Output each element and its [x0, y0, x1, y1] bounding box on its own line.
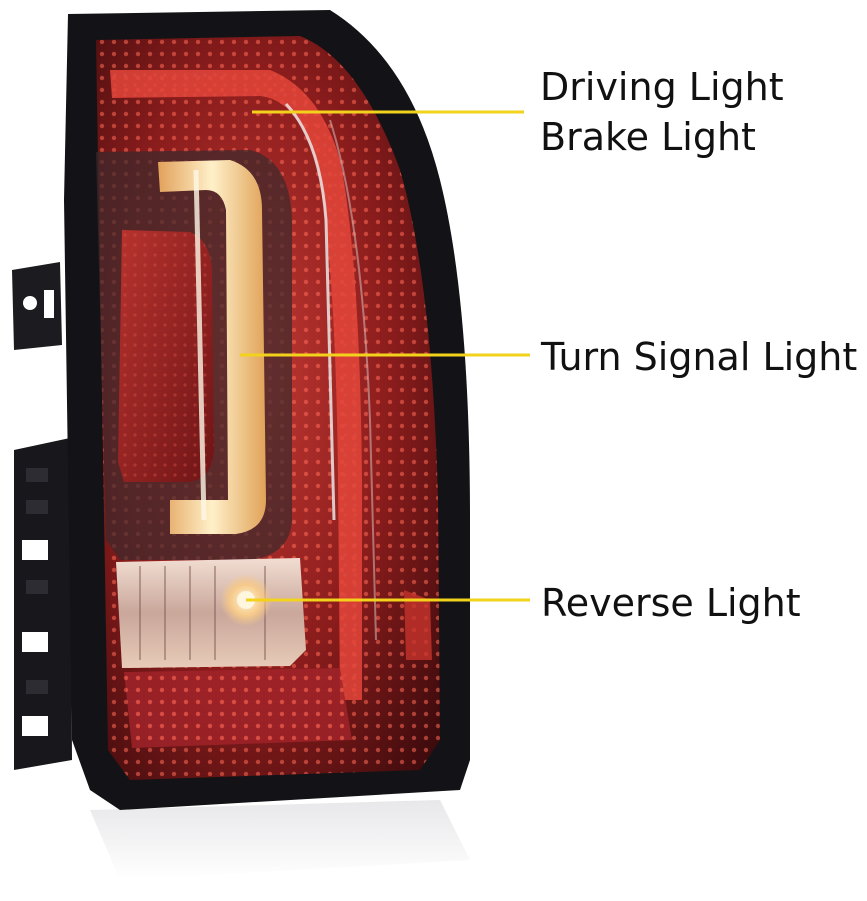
turn-signal-light-label: Turn Signal Light	[541, 335, 858, 379]
driving-light-label: Driving Light	[540, 65, 784, 109]
floor-reflection	[90, 800, 470, 880]
turn-signal-light-bar	[158, 160, 266, 534]
reverse-light-label: Reverse Light	[541, 581, 801, 625]
brake-light-label: Brake Light	[540, 115, 756, 159]
mounting-bracket	[12, 262, 72, 770]
chrome-accent	[284, 102, 336, 521]
reverse-light-chamber	[116, 558, 306, 668]
outer-edge-glow	[404, 590, 432, 660]
